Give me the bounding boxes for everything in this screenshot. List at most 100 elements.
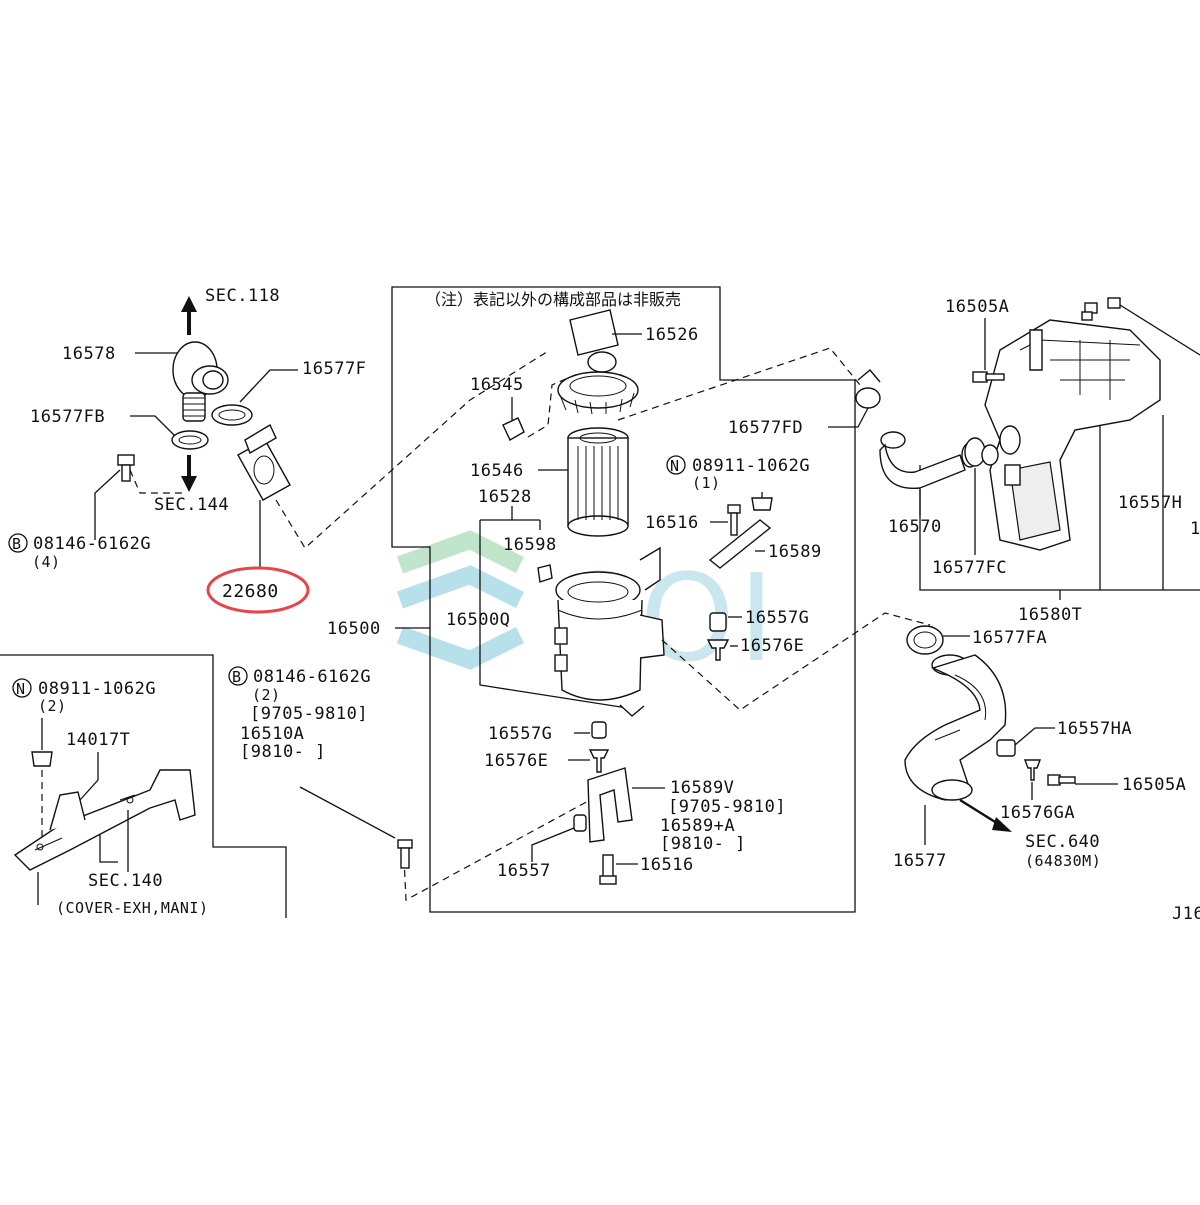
part-nut-left [31, 751, 53, 767]
label-14017T: 14017T [66, 730, 130, 750]
part-16557G-bot [591, 721, 607, 739]
label-sec118: SEC.118 [205, 286, 280, 306]
label-16589A: 16589+A [660, 816, 735, 836]
part-16577FA-clamp [906, 625, 944, 655]
left-inset-frame [0, 654, 287, 918]
part-grommets-top-right [1081, 297, 1121, 321]
part-16505A-bolt-bot [1047, 774, 1076, 786]
part-16545-clip [502, 417, 525, 441]
part-16578-valve [172, 341, 229, 422]
label-bolt-mid-qty: (2) [252, 686, 281, 704]
label-sec640-desc: (64830M) [1025, 852, 1101, 870]
highlight-circle [206, 566, 310, 614]
label-16589V: 16589V [670, 778, 734, 798]
part-16577-duct [904, 654, 1007, 801]
arrow-sec640-icon [959, 798, 1001, 827]
assembly-frame [391, 286, 856, 913]
arrow-down-head-icon [181, 476, 197, 492]
label-16589A-range: [9810- ] [660, 834, 746, 854]
label-sec140: SEC.140 [88, 871, 163, 891]
label-16500: 16500 [327, 619, 381, 639]
part-16516-bolt-top [727, 504, 741, 536]
label-bolt-left-qty: (4) [32, 553, 61, 571]
svg-text:N: N [670, 457, 680, 475]
label-16510A: 16510A [240, 724, 304, 744]
label-16576GA: 16576GA [1000, 803, 1075, 823]
part-nut-mid [751, 497, 773, 511]
label-16580T: 16580T [1018, 605, 1082, 625]
label-1-cut: 1 [1190, 519, 1200, 539]
label-bolt-mid-range: [9705-9810] [250, 704, 368, 724]
bolt-symbol-icon: B [8, 533, 28, 553]
bolt-left [117, 454, 135, 482]
label-nut-left: 08911-1062G [38, 679, 156, 699]
label-16557G-bot: 16557G [488, 724, 552, 744]
label-16516-top: 16516 [645, 513, 699, 533]
svg-text:B: B [12, 535, 22, 553]
part-16589-bracket [708, 519, 772, 569]
part-16576E-bot [588, 749, 610, 773]
label-16505A-bot: 16505A [1122, 775, 1186, 795]
part-16557HA [996, 739, 1016, 757]
label-16545: 16545 [470, 375, 524, 395]
part-16557 [573, 814, 587, 832]
label-bolt-left: 08146-6162G [33, 534, 151, 554]
label-16557HA: 16557HA [1057, 719, 1132, 739]
part-16557G-top [709, 612, 727, 632]
label-16510A-range: [9810- ] [240, 742, 326, 762]
part-16577FD-clamp [855, 369, 881, 409]
part-16516-bolt-bot [599, 854, 617, 885]
label-16577FA: 16577FA [972, 628, 1047, 648]
label-nut-mid-qty: (1) [692, 474, 721, 492]
diagram-code: J16 [1172, 904, 1200, 924]
part-16576E-top [706, 639, 730, 661]
label-16589V-range: [9705-9810] [668, 797, 786, 817]
label-16546: 16546 [470, 461, 524, 481]
label-16577FD: 16577FD [728, 418, 803, 438]
note-not-sold: （注）表記以外の構成部品は非販売 [425, 290, 681, 309]
part-16526-cap [557, 309, 639, 415]
bolt-symbol-mid-icon: B [228, 666, 248, 686]
label-sec144: SEC.144 [154, 495, 229, 515]
part-16510A-bolt [397, 839, 413, 869]
label-16557: 16557 [497, 861, 551, 881]
part-14017T-bracket [13, 769, 196, 871]
part-16576GA [1023, 759, 1042, 781]
arrow-up-head-icon [181, 296, 197, 312]
svg-text:B: B [232, 668, 242, 686]
label-16570: 16570 [888, 517, 942, 537]
label-22680[interactable]: 22680 [222, 581, 279, 602]
part-16570-hose [879, 431, 979, 490]
label-sec640: SEC.640 [1025, 832, 1100, 852]
label-16577FB: 16577FB [30, 407, 105, 427]
part-16500-housing [554, 546, 665, 717]
label-16557G-top: 16557G [745, 608, 809, 628]
label-nut-mid: 08911-1062G [692, 456, 810, 476]
label-16577F: 16577F [302, 359, 366, 379]
part-16580T-airbox [981, 319, 1161, 551]
label-16557H: 16557H [1118, 493, 1182, 513]
part-16505A-bolt-top [972, 371, 1005, 383]
label-16577FC: 16577FC [932, 558, 1007, 578]
part-16546-filter [567, 427, 629, 537]
label-16528: 16528 [478, 487, 532, 507]
label-16576E-top: 16576E [740, 636, 804, 656]
label-bolt-mid: 08146-6162G [253, 667, 371, 687]
label-sec140-desc: (COVER-EXH,MANI) [56, 899, 209, 917]
label-16516-bot: 16516 [640, 855, 694, 875]
label-16576E-bot: 16576E [484, 751, 548, 771]
label-16505A-top: 16505A [945, 297, 1009, 317]
part-16577F-clamp [211, 404, 253, 426]
label-16577: 16577 [893, 851, 947, 871]
label-nut-left-qty: (2) [38, 697, 67, 715]
label-16589: 16589 [768, 542, 822, 562]
nut-symbol-left-icon: N [12, 678, 32, 698]
label-16500Q: 16500Q [446, 610, 510, 630]
part-16598-clip [537, 564, 553, 583]
label-16526: 16526 [645, 325, 699, 345]
svg-text:N: N [16, 680, 26, 698]
nut-symbol-icon: N [666, 455, 686, 475]
part-16589V-bracket [587, 767, 633, 843]
